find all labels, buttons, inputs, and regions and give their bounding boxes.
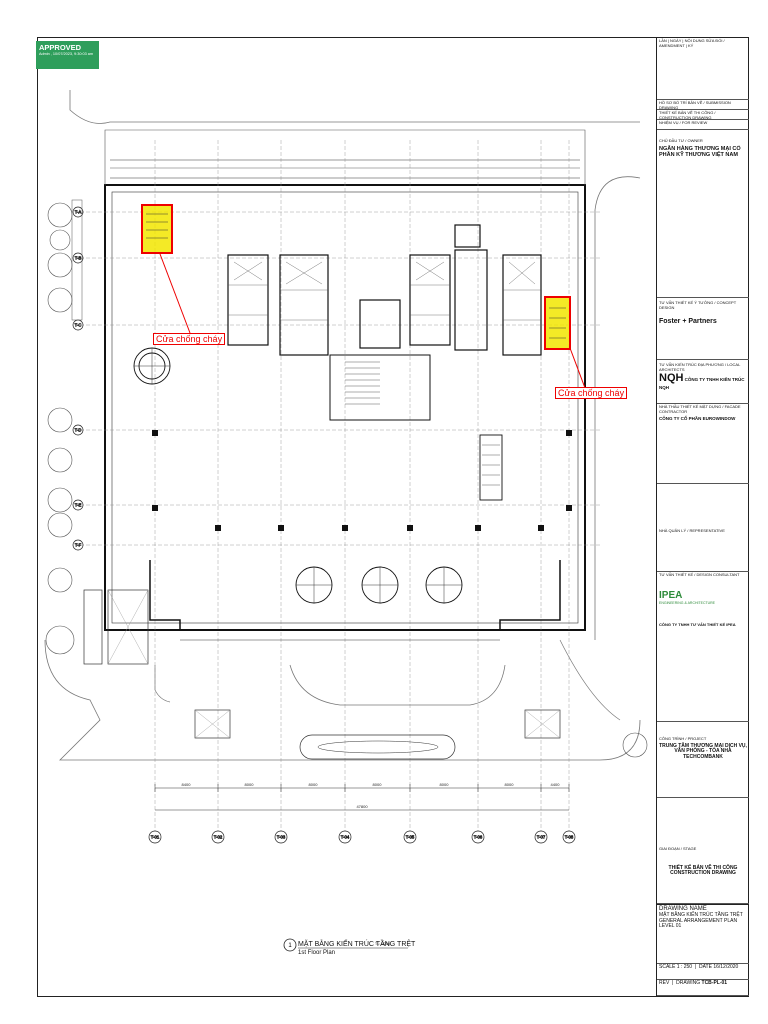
dimension-label: 8000 bbox=[440, 782, 450, 787]
drawing-number: TCB-PL-01 bbox=[701, 980, 728, 986]
grid-row-label: T-B bbox=[75, 256, 82, 261]
stage-label: GIAI ĐOẠN / STAGE bbox=[659, 846, 697, 851]
nqh-name: CÔNG TY TNHH KIẾN TRÚC NQH bbox=[659, 377, 745, 390]
plan-scale-note: TL: 1/250 bbox=[375, 942, 390, 946]
date-label: DATE bbox=[698, 964, 712, 970]
dimension-label: 8000 bbox=[245, 782, 255, 787]
grid-row-label: T-F bbox=[75, 543, 82, 548]
scale-date-row: SCALE 1 : 250 | DATE 16/12/2020 bbox=[657, 964, 749, 980]
approved-status: APPROVED bbox=[39, 43, 82, 52]
title-block: LẦN | NGÀY | NỘI DUNG SỬA ĐỔI / AMENDMEN… bbox=[656, 38, 749, 996]
drawing-sheet-border bbox=[37, 37, 749, 997]
drawing-name-label: DRAWING NAME bbox=[659, 906, 707, 912]
rev-label: REV bbox=[659, 980, 670, 986]
stage-section: GIAI ĐOẠN / STAGE THIẾT KẾ BẢN VẼ THI CÔ… bbox=[657, 846, 749, 904]
owner-section: CHỦ ĐẦU TƯ / OWNER NGÂN HÀNG THƯƠNG MẠI … bbox=[657, 138, 749, 298]
client-section: NHÀ QUẢN LÝ / REPRESENTATIVE bbox=[657, 528, 749, 572]
concept-section: TƯ VẤN THIẾT KẾ Ý TƯỞNG / CONCEPT DESIGN… bbox=[657, 300, 749, 360]
dimension-label: 8000 bbox=[373, 782, 383, 787]
drawing-name-en: GENERAL ARRANGEMENT PLAN LEVEL 01 bbox=[659, 917, 738, 930]
nqh-logo: NQH bbox=[659, 372, 684, 385]
ipea-logo: IPEA bbox=[659, 589, 683, 601]
plan-subtitle: 1st Floor Plan bbox=[298, 950, 336, 956]
fire-door-callout: Cửa chống cháy bbox=[555, 387, 628, 399]
grid-row-label: T-A bbox=[75, 210, 82, 215]
drawing-number-row: REV | DRAWING TCB-PL-01 bbox=[657, 980, 749, 996]
date-value: 16/12/2020 bbox=[713, 964, 739, 970]
grid-col-label: T-04 bbox=[341, 835, 350, 840]
stage-row: THIẾT KẾ BẢN VẼ THI CÔNG / CONSTRUCTION … bbox=[657, 110, 749, 120]
grid-col-label: T-01 bbox=[151, 835, 160, 840]
facade-name: CÔNG TY CỔ PHẦN EUROWINDOW bbox=[659, 416, 736, 422]
project-name: TRUNG TÂM THƯƠNG MẠI DỊCH VỤ, VĂN PHÒNG … bbox=[659, 742, 747, 761]
grid-col-label: T-07 bbox=[537, 835, 546, 840]
ipea-subtitle: ENGINEERING & ARCHITECTURE bbox=[659, 601, 716, 606]
dimension-label: 8400 bbox=[182, 782, 192, 787]
design-consultant-section: TƯ VẤN THIẾT KẾ / DESIGN CONSULTANT IPEA… bbox=[657, 572, 749, 722]
drawing-no-label: DRAWING bbox=[676, 980, 701, 986]
revision-table: LẦN | NGÀY | NỘI DUNG SỬA ĐỔI / AMENDMEN… bbox=[657, 38, 749, 100]
grid-col-label: T-05 bbox=[406, 835, 415, 840]
local-architect-section: TƯ VẤN KIẾN TRÚC ĐỊA PHƯƠNG / LOCAL ARCH… bbox=[657, 362, 749, 404]
grid-col-label: T-08 bbox=[565, 835, 574, 840]
floor-plan-drawing: T-A T-B T-C T-D T-E T-F T-01 T-02 T-03 T… bbox=[44, 90, 648, 952]
rev-header: NỘI DUNG SỬA ĐỔI / AMENDMENT bbox=[659, 38, 725, 48]
stage-name: THIẾT KẾ BẢN VẼ THI CÔNG CONSTRUCTION DR… bbox=[668, 864, 738, 877]
grid-row-label: T-C bbox=[75, 323, 82, 328]
dimension-label: 4400 bbox=[551, 782, 561, 787]
concept-firm: Foster + Partners bbox=[659, 318, 717, 326]
project-section: CÔNG TRÌNH / PROJECT TRUNG TÂM THƯƠNG MẠ… bbox=[657, 736, 749, 798]
concept-label: TƯ VẤN THIẾT KẾ Ý TƯỞNG / CONCEPT DESIGN bbox=[659, 300, 737, 310]
approved-stamp: APPROVED Admin , 10/07/2023, 9:30:03 am bbox=[36, 41, 99, 69]
fire-door-callout: Cửa chống cháy bbox=[153, 333, 226, 345]
drawing-name-vi: MẶT BẰNG KIẾN TRÚC TẦNG TRỆT bbox=[659, 911, 743, 918]
scale-label: SCALE bbox=[659, 964, 676, 970]
grid-row-label: T-E bbox=[75, 503, 82, 508]
owner-name: NGÂN HÀNG THƯƠNG MẠI CỔ PHẦN KỸ THƯƠNG V… bbox=[659, 145, 741, 158]
dimension-label: 8000 bbox=[309, 782, 319, 787]
stage-row: NHIỆM VỤ / FOR REVIEW bbox=[657, 120, 749, 130]
stage-row: HỒ SƠ BỔ TRÍ BẢN VẼ / SUBMISSION DRAWING bbox=[657, 100, 749, 110]
approved-detail: Admin , 10/07/2023, 9:30:03 am bbox=[39, 52, 94, 56]
client-label: NHÀ QUẢN LÝ / REPRESENTATIVE bbox=[659, 528, 725, 533]
owner-label: CHỦ ĐẦU TƯ / OWNER bbox=[659, 138, 703, 143]
grid-row-label: T-D bbox=[75, 428, 82, 433]
plan-number: 1 bbox=[288, 943, 292, 949]
local-label: TƯ VẤN KIẾN TRÚC ĐỊA PHƯƠNG / LOCAL ARCH… bbox=[659, 362, 741, 372]
scale-value: 1 : 250 bbox=[676, 964, 693, 970]
design-label: TƯ VẤN THIẾT KẾ / DESIGN CONSULTANT bbox=[659, 572, 740, 577]
grid-col-label: T-03 bbox=[277, 835, 286, 840]
rev-header: LẦN bbox=[659, 38, 667, 43]
plan-title: MẶT BẰNG KIẾN TRÚC TẦNG TRỆT bbox=[298, 941, 416, 948]
grid-col-label: T-02 bbox=[214, 835, 223, 840]
dimension-label: 8000 bbox=[505, 782, 515, 787]
facade-section: NHÀ THẦU THIẾT KẾ MẶT DỰNG / FACADE CONT… bbox=[657, 404, 749, 484]
facade-label: NHÀ THẦU THIẾT KẾ MẶT DỰNG / FACADE CONT… bbox=[659, 404, 741, 414]
rev-header: KÝ bbox=[687, 42, 694, 48]
grid-col-label: T-06 bbox=[474, 835, 483, 840]
rev-header: NGÀY bbox=[670, 38, 682, 43]
overall-dimension: 47800 bbox=[356, 804, 368, 809]
project-label: CÔNG TRÌNH / PROJECT bbox=[659, 736, 707, 741]
ipea-name: CÔNG TY TNHH TƯ VẤN THIẾT KẾ IPEA bbox=[659, 622, 736, 628]
drawing-name-section: DRAWING NAME MẶT BẰNG KIẾN TRÚC TẦNG TRỆ… bbox=[657, 904, 749, 964]
